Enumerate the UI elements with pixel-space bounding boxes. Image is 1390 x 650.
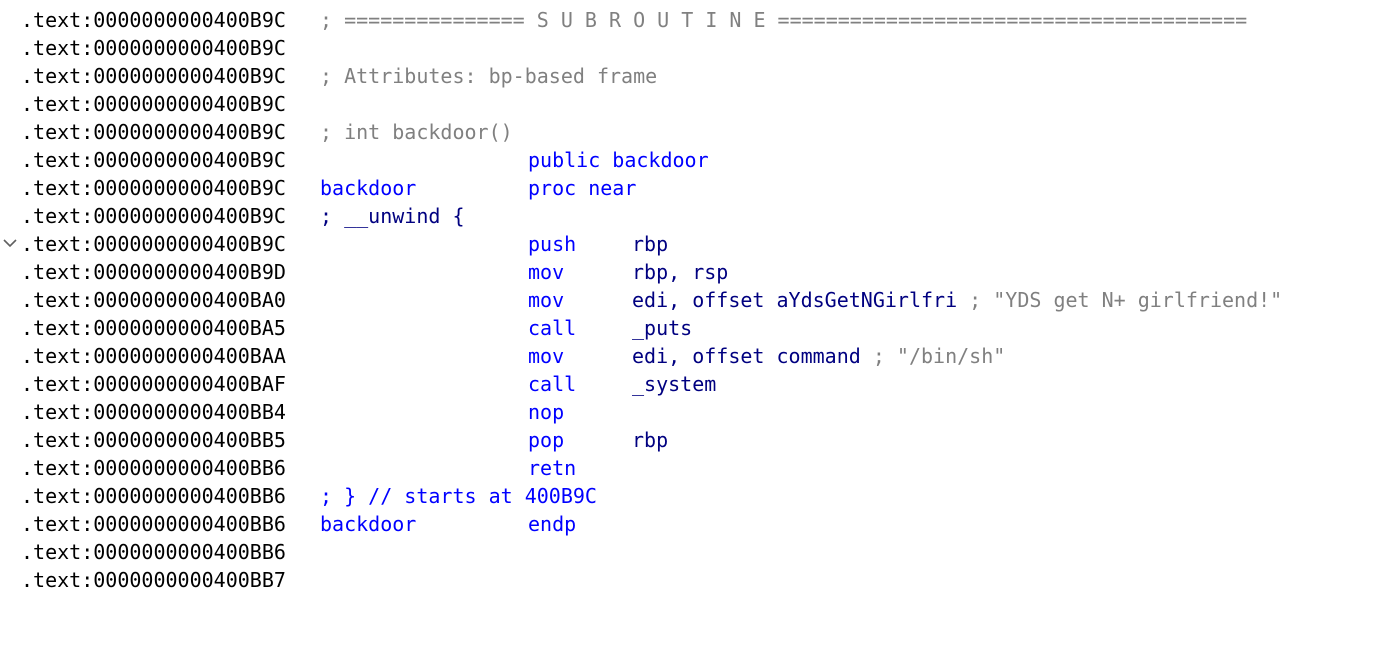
listing-line[interactable]: .text:0000000000400BAF call _system — [0, 370, 1390, 398]
listing-line[interactable]: .text:0000000000400BB6 retn — [0, 454, 1390, 482]
function-label[interactable]: backdoor — [320, 176, 417, 200]
listing-line[interactable]: .text:0000000000400BA0 mov edi, offset a… — [0, 286, 1390, 314]
address: .text:0000000000400BB6 — [21, 456, 286, 480]
operands[interactable]: rbp — [632, 428, 669, 452]
operands[interactable]: edi, offset aYdsGetNGirlfri — [632, 288, 958, 312]
address: .text:0000000000400B9C — [21, 204, 286, 228]
operands[interactable]: rbp, rsp — [632, 260, 729, 284]
listing-line[interactable]: .text:0000000000400BB5 pop rbp — [0, 426, 1390, 454]
operands[interactable]: edi, offset command — [632, 344, 861, 368]
address: .text:0000000000400BB4 — [21, 400, 286, 424]
address: .text:0000000000400B9C — [21, 8, 286, 32]
listing-line[interactable]: .text:0000000000400BB6 backdoor endp — [0, 510, 1390, 538]
address: .text:0000000000400BA0 — [21, 288, 286, 312]
operands-with-comment[interactable]: edi, offset command ; "/bin/sh" — [632, 342, 1005, 370]
mnemonic: call — [528, 316, 577, 340]
comment: ; int backdoor() — [320, 120, 513, 144]
address: .text:0000000000400BB5 — [21, 428, 286, 452]
mnemonic: mov — [528, 344, 565, 368]
listing-line[interactable]: .text:0000000000400B9C — [0, 90, 1390, 118]
mnemonic: call — [528, 372, 577, 396]
operands[interactable]: rbp — [632, 232, 669, 256]
function-label[interactable]: backdoor — [320, 512, 417, 536]
inline-comment: ; "YDS get N+ girlfriend!" — [957, 288, 1283, 312]
mnemonic: retn — [528, 456, 577, 480]
listing-line[interactable]: .text:0000000000400BA5 call _puts — [0, 314, 1390, 342]
listing-line[interactable]: .text:0000000000400B9C ; Attributes: bp-… — [0, 62, 1390, 90]
address: .text:0000000000400B9C — [21, 64, 286, 88]
comment: ; =============== S U B R O U T I N E ==… — [320, 8, 1248, 32]
listing-line[interactable]: .text:0000000000400B9C public backdoor — [0, 146, 1390, 174]
address: .text:0000000000400B9C — [21, 176, 286, 200]
operands[interactable]: _puts — [632, 316, 693, 340]
unwind-comment: ; __unwind { — [320, 204, 465, 228]
listing-line[interactable]: .text:0000000000400BB7 — [0, 566, 1390, 594]
listing-line[interactable]: .text:0000000000400B9C backdoor proc nea… — [0, 174, 1390, 202]
address: .text:0000000000400BB6 — [21, 484, 286, 508]
mnemonic: mov — [528, 288, 565, 312]
directive[interactable]: public backdoor — [528, 148, 709, 172]
address: .text:0000000000400BA5 — [21, 316, 286, 340]
listing-line[interactable]: .text:0000000000400BB6 ; } // starts at … — [0, 482, 1390, 510]
mnemonic: proc near — [528, 176, 637, 200]
listing-line[interactable]: .text:0000000000400BAA mov edi, offset c… — [0, 342, 1390, 370]
address: .text:0000000000400BB7 — [21, 568, 286, 592]
listing-line[interactable]: .text:0000000000400B9C ; ===============… — [0, 6, 1390, 34]
unwind-comment: ; } // starts at 400B9C — [320, 484, 597, 508]
comment: ; Attributes: bp-based frame — [320, 64, 658, 88]
address: .text:0000000000400B9C — [21, 36, 286, 60]
listing-line[interactable]: .text:0000000000400B9C push rbp — [0, 230, 1390, 258]
listing-line[interactable]: .text:0000000000400BB6 — [0, 538, 1390, 566]
address: .text:0000000000400B9C — [21, 148, 286, 172]
address: .text:0000000000400BAA — [21, 344, 286, 368]
mnemonic: pop — [528, 428, 565, 452]
chevron-down-icon[interactable] — [3, 230, 19, 258]
listing-line[interactable]: .text:0000000000400B9C ; __unwind { — [0, 202, 1390, 230]
listing-line[interactable]: .text:0000000000400BB4 nop — [0, 398, 1390, 426]
operands-with-comment[interactable]: edi, offset aYdsGetNGirlfri ; "YDS get N… — [632, 286, 1282, 314]
mnemonic: mov — [528, 260, 565, 284]
address: .text:0000000000400BB6 — [21, 540, 286, 564]
disassembly-listing[interactable]: .text:0000000000400B9C ; ===============… — [0, 6, 1390, 594]
listing-line[interactable]: .text:0000000000400B9D mov rbp, rsp — [0, 258, 1390, 286]
address: .text:0000000000400BB6 — [21, 512, 286, 536]
listing-line[interactable]: .text:0000000000400B9C ; int backdoor() — [0, 118, 1390, 146]
address: .text:0000000000400B9C — [21, 120, 286, 144]
mnemonic: nop — [528, 400, 565, 424]
address: .text:0000000000400B9C — [21, 92, 286, 116]
operands[interactable]: _system — [632, 372, 717, 396]
address: .text:0000000000400B9D — [21, 260, 286, 284]
mnemonic: endp — [528, 512, 577, 536]
mnemonic: push — [528, 232, 577, 256]
listing-line[interactable]: .text:0000000000400B9C — [0, 34, 1390, 62]
address: .text:0000000000400BAF — [21, 372, 286, 396]
address: .text:0000000000400B9C — [21, 232, 286, 256]
inline-comment: ; "/bin/sh" — [860, 344, 1006, 368]
